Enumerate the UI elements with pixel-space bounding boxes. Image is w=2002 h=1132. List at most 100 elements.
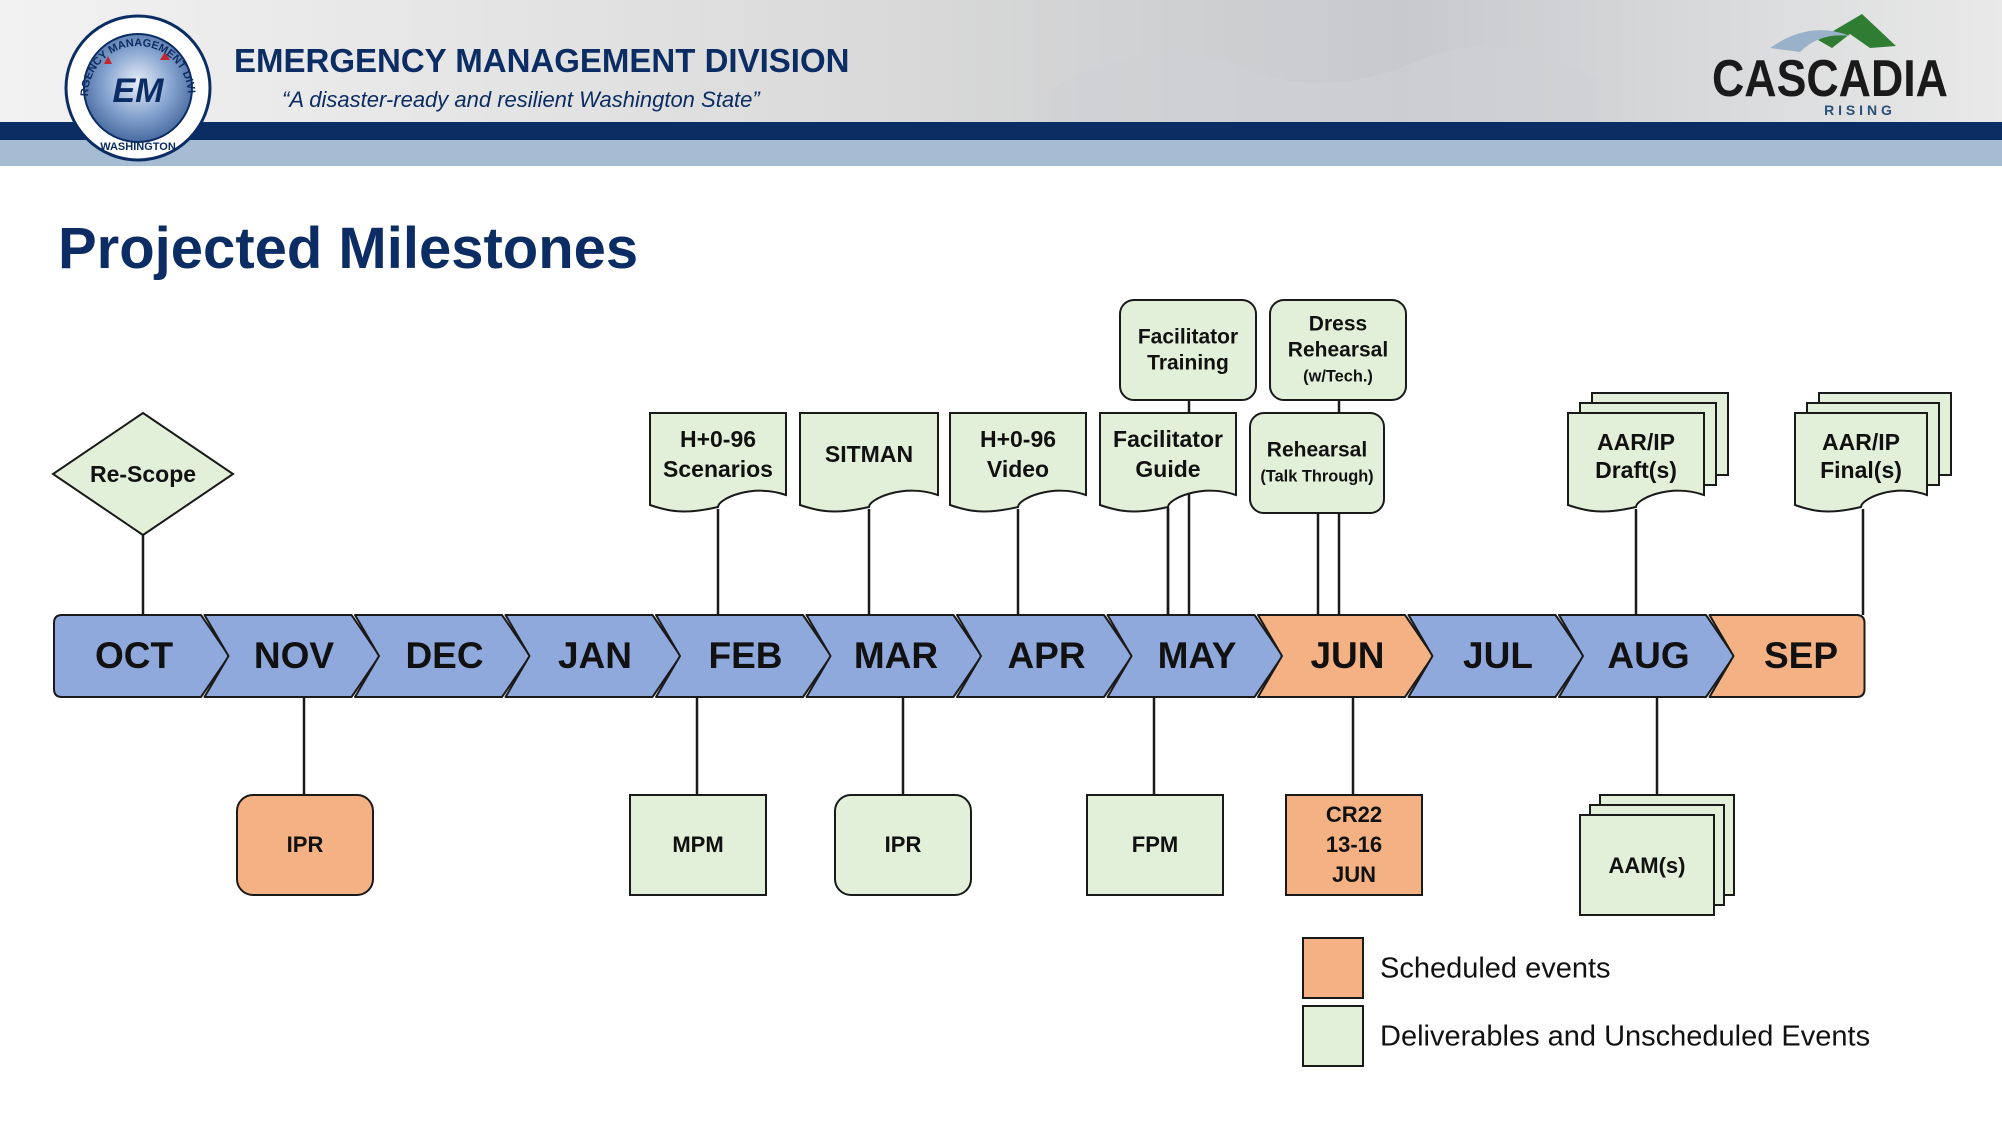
month-label: SEP	[1764, 635, 1838, 676]
logo-word: CASCADIA	[1712, 50, 1948, 108]
month-chevron	[1106, 614, 1284, 698]
dress-rehearsal-text-1: Rehearsal	[1288, 339, 1388, 362]
fpm-text-0: FPM	[1132, 832, 1178, 857]
h096-scenarios-text-0: H+0-96	[680, 426, 756, 452]
deliverable-box	[629, 794, 767, 896]
month-label: JUL	[1463, 635, 1533, 676]
sitman-document: SITMAN	[799, 412, 939, 513]
document-shape	[1794, 412, 1928, 513]
h096-video-text-0: H+0-96	[980, 426, 1056, 452]
diamond-shape	[51, 411, 235, 537]
mountain-icon	[1818, 14, 1896, 48]
month-oct: OCT	[53, 614, 230, 698]
rounded-box	[1119, 299, 1257, 401]
month-label: NOV	[254, 635, 335, 676]
dress-rehearsal-text-0: Dress	[1309, 313, 1367, 336]
re-scope-diamond: Re-Scope	[51, 411, 235, 537]
month-label: MAR	[854, 635, 938, 676]
page-title: Projected Milestones	[58, 216, 638, 281]
month-chevron	[504, 614, 682, 698]
month-label: MAY	[1158, 635, 1237, 676]
document-shape	[1567, 412, 1705, 513]
month-chevron	[1407, 614, 1585, 698]
stack-sheet-1	[1579, 814, 1715, 916]
month-chevron	[956, 614, 1133, 698]
ipr-mar-text-0: IPR	[885, 832, 922, 857]
month-dec: DEC	[354, 614, 531, 698]
legend-item-1: Deliverables and Unscheduled Events	[1302, 1005, 1870, 1067]
month-chevron	[1558, 614, 1735, 698]
month-apr: APR	[956, 614, 1133, 698]
month-label: JAN	[558, 635, 632, 676]
wave-icon	[1770, 30, 1850, 52]
above-timeline-items: Re-ScopeH+0-96ScenariosSITMANH+0-96Video…	[51, 299, 1952, 537]
month-label: OCT	[95, 635, 174, 676]
logo-sub: R I S I N G	[1824, 102, 1892, 118]
month-jun: JUN	[1257, 614, 1434, 698]
re-scope-text-0: Re-Scope	[90, 461, 196, 487]
aams-multibox: AAM(s)	[1579, 794, 1735, 916]
month-label: DEC	[405, 635, 483, 676]
aar-ip-drafts-text-1: Draft(s)	[1595, 457, 1677, 483]
deliverable-box	[1285, 794, 1423, 896]
month-label: APR	[1007, 635, 1085, 676]
aar-ip-finals-text-0: AAR/IP	[1822, 429, 1900, 455]
document-shape	[949, 412, 1087, 513]
legend-item-0: Scheduled events	[1302, 937, 1611, 999]
h096-scenarios-text-1: Scenarios	[663, 456, 773, 482]
header-navy-stripe	[0, 122, 2002, 140]
deliverable-box	[1086, 794, 1224, 896]
cr22-text-0: CR22	[1326, 802, 1382, 827]
header-banner	[0, 0, 2002, 166]
rehearsal-text-1: (Talk Through)	[1260, 467, 1373, 485]
h096-video-text-1: Video	[987, 456, 1049, 482]
month-chevron	[53, 614, 230, 698]
cascadia-rising-logo: CASCADIA R I S I N G	[1712, 14, 1948, 118]
month-feb: FEB	[655, 614, 832, 698]
rounded-box	[1269, 299, 1407, 401]
org-tagline: “A disaster-ready and resilient Washingt…	[282, 87, 761, 112]
fpm-box: FPM	[1086, 794, 1224, 896]
document-shape	[649, 412, 787, 513]
mpm-text-0: MPM	[672, 832, 723, 857]
connector-lines	[141, 400, 1865, 795]
legend-swatch	[1302, 1005, 1364, 1067]
facilitator-guide-text-1: Guide	[1135, 456, 1200, 482]
month-chevron	[203, 614, 381, 698]
aar-ip-finals-text-1: Final(s)	[1820, 457, 1902, 483]
legend-label: Deliverables and Unscheduled Events	[1380, 1021, 1870, 1053]
rehearsal-box: Rehearsal (Talk Through)	[1249, 412, 1385, 514]
month-mar: MAR	[805, 614, 983, 698]
month-chevron	[655, 614, 832, 698]
month-chevron	[1257, 614, 1434, 698]
month-timeline: OCT NOV DEC JAN FEB MAR APR MAY JUN JUL AUG SEP	[53, 614, 1866, 698]
month-chevron	[354, 614, 531, 698]
ipr-nov-box: IPR	[236, 794, 374, 896]
header-light-stripe	[0, 140, 2002, 166]
month-aug: AUG	[1558, 614, 1735, 698]
aar-ip-drafts-text-0: AAR/IP	[1597, 429, 1675, 455]
month-may: MAY	[1106, 614, 1284, 698]
month-chevron	[1708, 614, 1866, 698]
rounded-box	[1249, 412, 1385, 514]
month-label: FEB	[709, 635, 783, 676]
aams-text-0: AAM(s)	[1609, 853, 1686, 878]
rehearsal-text-0: Rehearsal	[1267, 439, 1367, 462]
mpm-box: MPM	[629, 794, 767, 896]
dress-rehearsal-text-2: (w/Tech.)	[1303, 367, 1373, 385]
facilitator-guide-text-0: Facilitator	[1113, 426, 1223, 452]
org-name: EMERGENCY MANAGEMENT DIVISION	[234, 42, 849, 79]
legend-swatch	[1302, 937, 1364, 999]
deliverable-box	[236, 794, 374, 896]
seal-initials: EM	[113, 72, 165, 110]
deliverable-box	[834, 794, 972, 896]
document-shape	[1099, 412, 1237, 513]
